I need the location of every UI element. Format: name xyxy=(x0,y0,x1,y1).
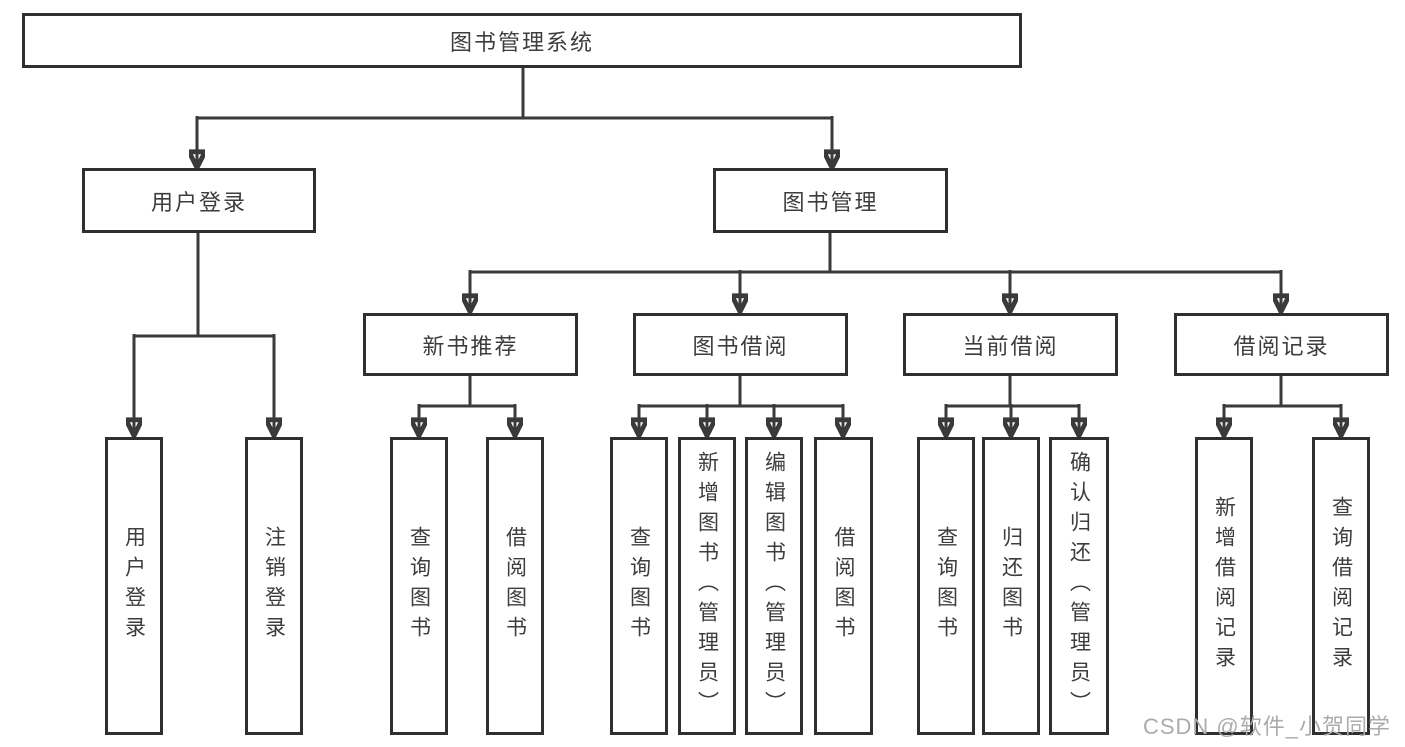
leaf-query-books-2: 查询图书 xyxy=(610,437,668,735)
leaf-add-book-admin: 新增图书（管理员） xyxy=(678,437,736,735)
leaf-query-books-3: 查询图书 xyxy=(917,437,975,735)
leaf-query-borrow-record: 查询借阅记录 xyxy=(1312,437,1370,735)
leaf-query-borrow-record-label: 查询借阅记录 xyxy=(1329,496,1353,676)
leaf-logout-login: 注销登录 xyxy=(245,437,303,735)
leaf-borrow-books-2: 借阅图书 xyxy=(814,437,873,735)
leaf-return-book: 归还图书 xyxy=(982,437,1040,735)
node-current-borrowing: 当前借阅 xyxy=(903,313,1118,376)
leaf-borrow-books-1: 借阅图书 xyxy=(486,437,544,735)
leaf-edit-book-admin-label: 编辑图书（管理员） xyxy=(762,451,786,721)
leaf-borrow-books-2-label: 借阅图书 xyxy=(832,526,855,646)
leaf-return-book-label: 归还图书 xyxy=(999,526,1023,646)
leaf-add-book-admin-label: 新增图书（管理员） xyxy=(695,451,719,721)
node-book-management: 图书管理 xyxy=(713,168,948,233)
node-book-borrowing: 图书借阅 xyxy=(633,313,848,376)
leaf-confirm-return-admin: 确认归还（管理员） xyxy=(1049,437,1109,735)
node-user-login: 用户登录 xyxy=(82,168,316,233)
leaf-edit-book-admin: 编辑图书（管理员） xyxy=(745,437,803,735)
node-borrowing-records: 借阅记录 xyxy=(1174,313,1389,376)
node-new-book-recommendation: 新书推荐 xyxy=(363,313,578,376)
leaf-user-login: 用户登录 xyxy=(105,437,163,735)
leaf-query-books-3-label: 查询图书 xyxy=(934,526,958,646)
leaf-add-borrow-record-label: 新增借阅记录 xyxy=(1212,496,1236,676)
leaf-query-books-2-label: 查询图书 xyxy=(627,526,651,646)
leaf-confirm-return-admin-label: 确认归还（管理员） xyxy=(1067,451,1091,721)
watermark-text: CSDN @软件_小贺同学 xyxy=(1142,714,1391,739)
leaf-query-books-1-label: 查询图书 xyxy=(407,526,431,646)
leaf-borrow-books-1-label: 借阅图书 xyxy=(503,526,527,646)
leaf-query-books-1: 查询图书 xyxy=(390,437,448,735)
leaf-user-login-label: 用户登录 xyxy=(122,526,146,646)
node-library-system: 图书管理系统 xyxy=(22,13,1022,68)
leaf-logout-login-label: 注销登录 xyxy=(262,526,286,646)
leaf-add-borrow-record: 新增借阅记录 xyxy=(1195,437,1253,735)
